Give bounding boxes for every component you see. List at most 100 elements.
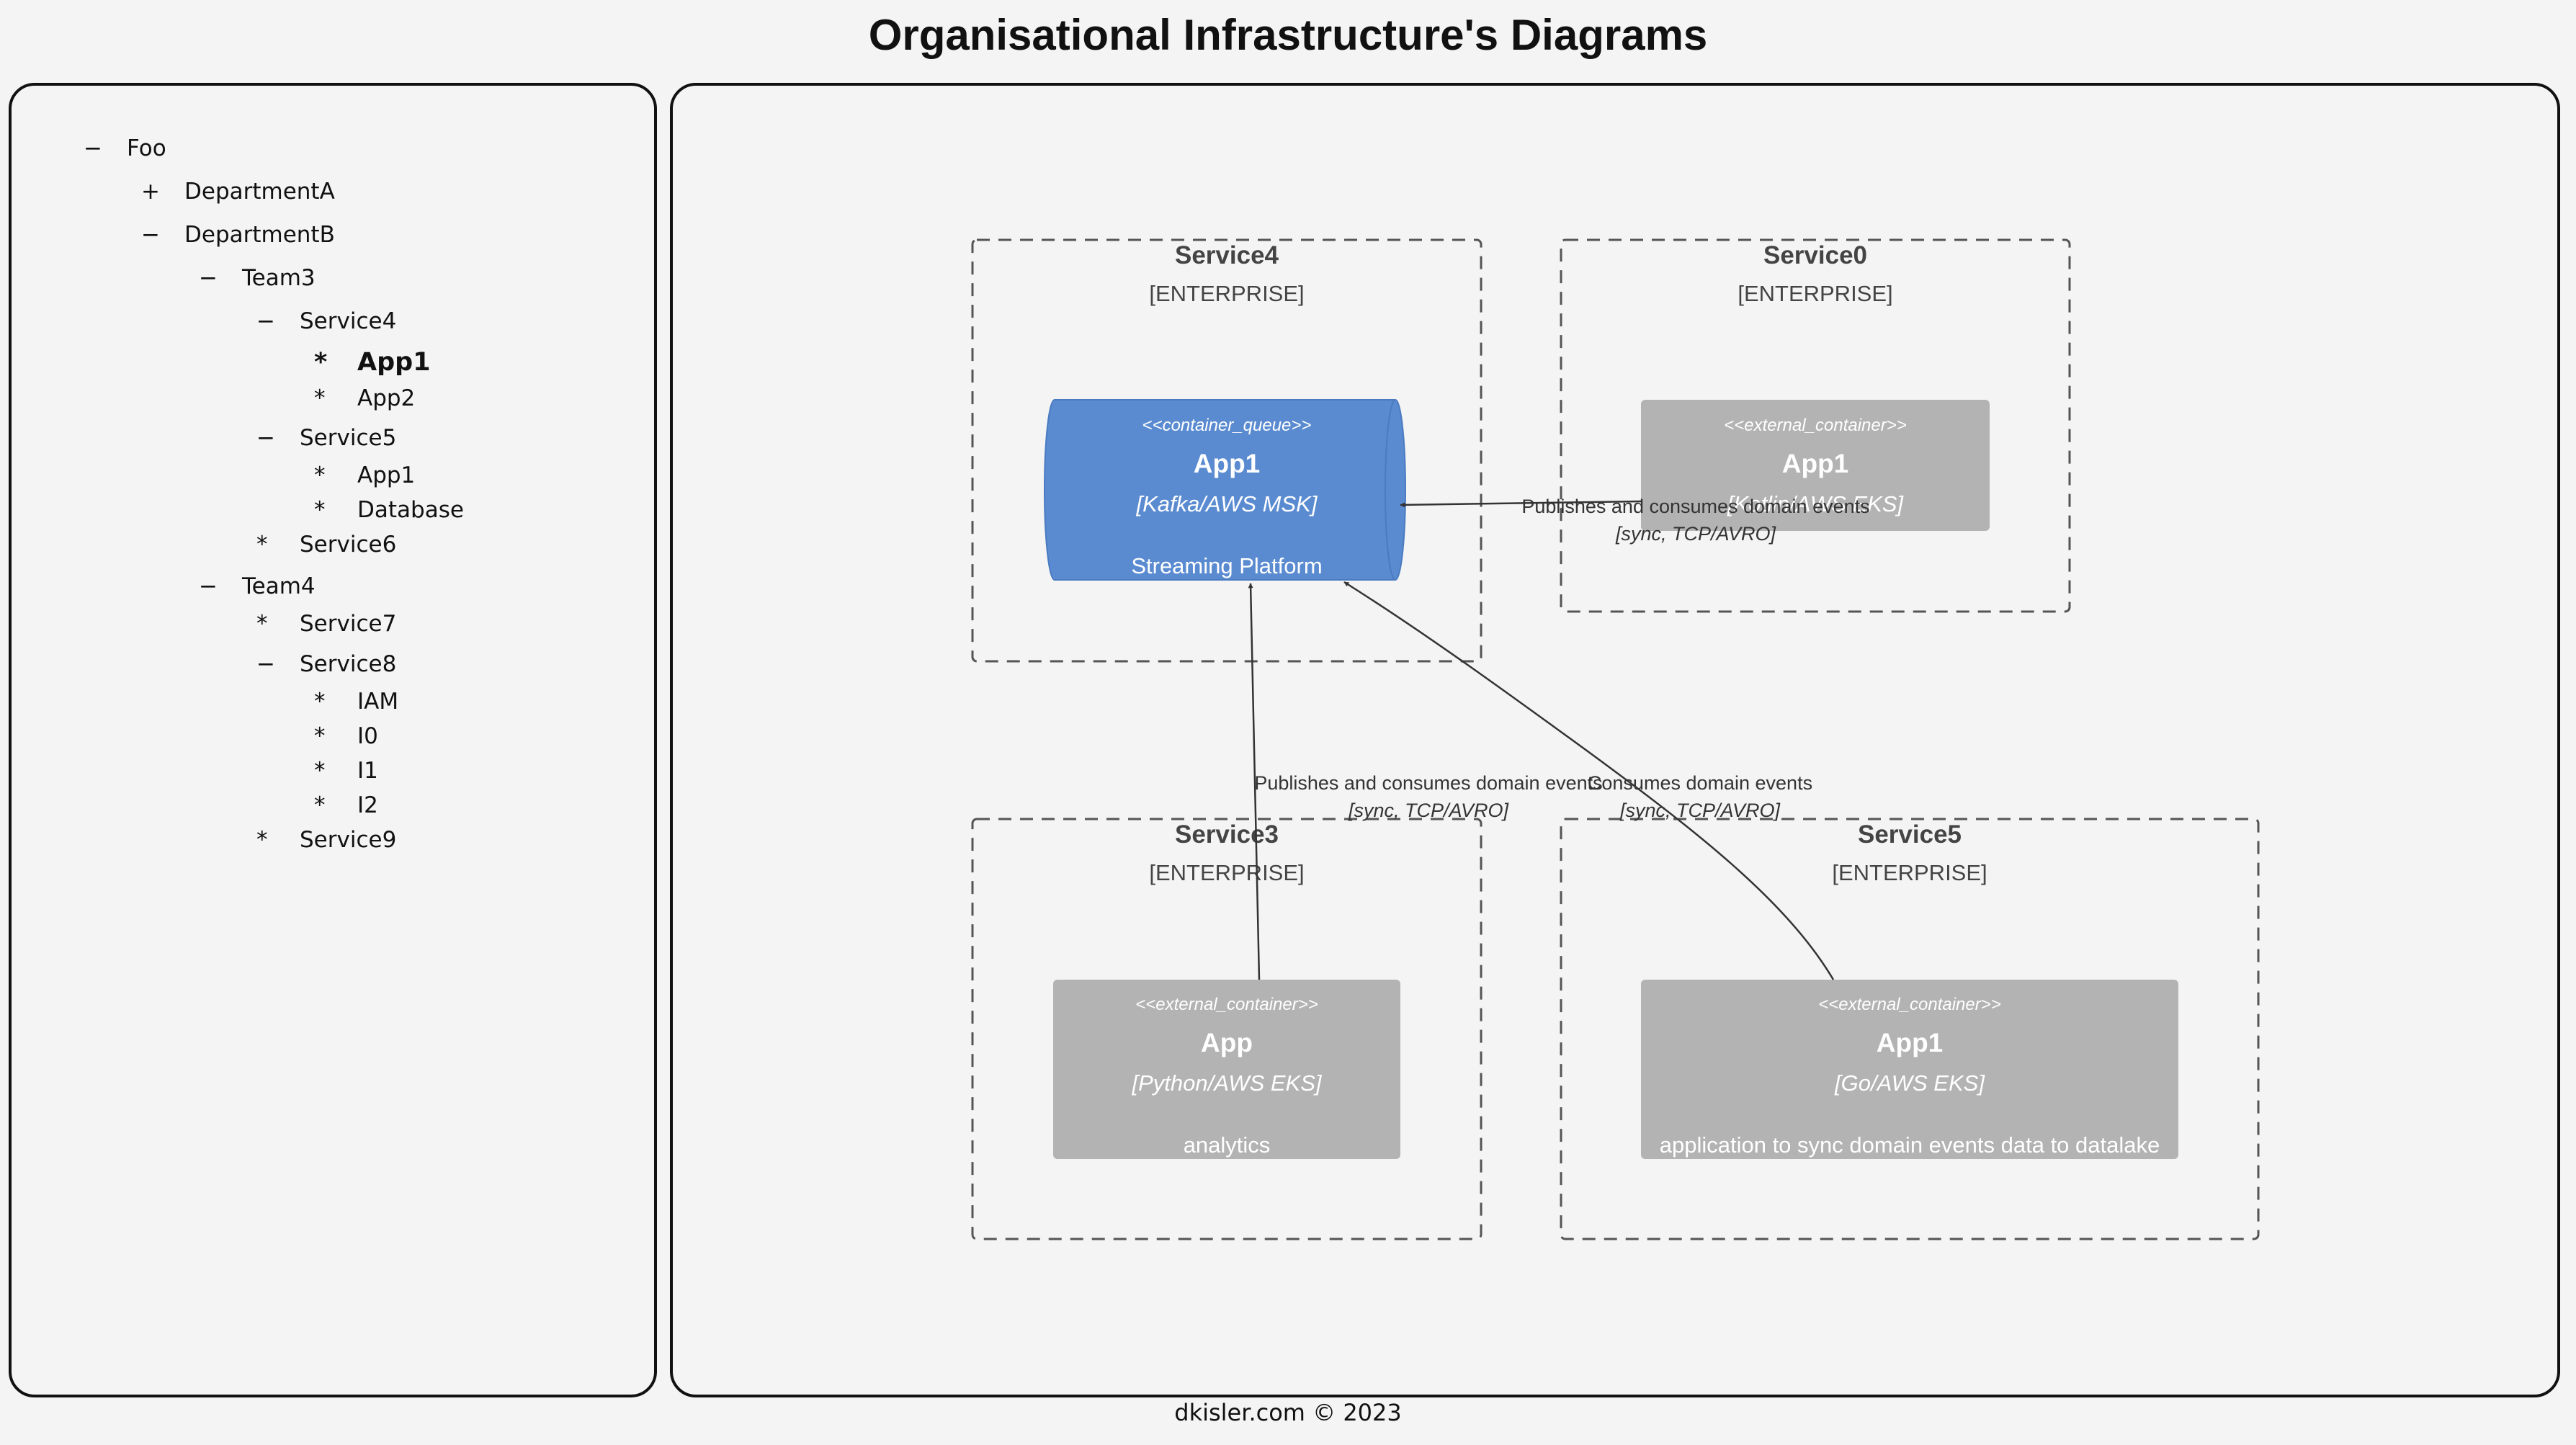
boundary-service0: Service0 [ENTERPRISE] (1560, 238, 2071, 613)
boundary-frame (1560, 818, 2260, 1240)
container-name: App1 (1877, 1028, 1944, 1057)
tree-item-label[interactable]: Service6 (300, 532, 397, 558)
tree-item-label[interactable]: Service8 (300, 651, 397, 677)
boundary-title: Service0 (1763, 241, 1867, 269)
collapse-icon[interactable]: − (141, 222, 160, 248)
tree-item-label[interactable]: Team4 (242, 573, 316, 599)
tree-item[interactable]: −Service4 (256, 308, 396, 334)
boundary-frame (1560, 238, 2071, 613)
container-stereotype: <<external_container>> (1724, 416, 1907, 435)
boundary-type: [ENTERPRISE] (1832, 860, 1987, 885)
tree-item-label[interactable]: Database (357, 497, 464, 523)
relation-service5-to-kafka[interactable]: Consumes domain events [sync, TCP/AVRO] (1343, 581, 1835, 980)
container-description: analytics (1184, 1132, 1271, 1158)
tree-item-label[interactable]: App1 (357, 462, 416, 488)
relation-service3-to-kafka[interactable]: Publishes and consumes domain events [sy… (1248, 583, 1603, 980)
tree-item[interactable]: * Service6 (256, 532, 396, 558)
tree-item[interactable]: −DepartmentB (141, 222, 335, 248)
collapse-icon[interactable]: − (199, 573, 218, 599)
container-name: App1 (1782, 449, 1849, 478)
boundary-frame (971, 238, 1482, 663)
collapse-icon[interactable]: − (84, 135, 102, 161)
tree-item[interactable]: −Foo (84, 135, 166, 161)
expand-icon[interactable]: + (141, 179, 160, 205)
tree-item-label[interactable]: App1 (357, 348, 431, 377)
container-box (1641, 400, 1990, 531)
container-box (1053, 980, 1400, 1159)
tree-item-label[interactable]: Service5 (300, 425, 397, 451)
collapse-icon[interactable]: − (256, 308, 275, 334)
leaf-bullet-icon[interactable]: * (314, 758, 326, 784)
tree-item-label[interactable]: App2 (357, 385, 416, 411)
collapse-icon[interactable]: − (199, 265, 218, 291)
diagram-panel: Service4 [ENTERPRISE] Service0 [ENTERPRI… (670, 83, 2560, 1397)
tree-item-label[interactable]: I0 (357, 723, 378, 749)
relation-tech: [sync, TCP/AVRO] (1348, 800, 1510, 821)
tree-item[interactable]: −Team4 (199, 573, 316, 599)
boundary-type: [ENTERPRISE] (1738, 281, 1892, 306)
navigation-tree-panel: −Foo+DepartmentA−DepartmentB−Team3−Servi… (9, 83, 657, 1397)
tree-item[interactable]: * IAM (314, 689, 398, 715)
leaf-bullet-icon[interactable]: * (314, 348, 328, 377)
container-description: application to sync domain events data t… (1660, 1132, 2160, 1158)
tree-item-label[interactable]: IAM (357, 689, 399, 715)
leaf-bullet-icon[interactable]: * (314, 792, 326, 818)
tree-item-label[interactable]: Service4 (300, 308, 397, 334)
page-title: Organisational Infrastructure's Diagrams (868, 11, 1708, 59)
tree-item[interactable]: * I2 (314, 792, 378, 818)
leaf-bullet-icon[interactable]: * (314, 497, 326, 523)
tree-item-label[interactable]: I1 (357, 758, 378, 784)
tree-item[interactable]: * App1 (314, 348, 431, 377)
container-tech: [Go/AWS EKS] (1834, 1070, 1985, 1096)
tree-item[interactable]: + DepartmentA (141, 179, 335, 205)
collapse-icon[interactable]: − (256, 425, 275, 451)
queue-cap-line (1385, 399, 1396, 581)
tree-item[interactable]: −Service5 (256, 425, 396, 451)
tree-item[interactable]: * Service7 (256, 611, 396, 637)
tree-item[interactable]: −Team3 (199, 265, 316, 291)
tree-item-label[interactable]: I2 (357, 792, 378, 818)
leaf-bullet-icon[interactable]: * (314, 689, 326, 715)
external-container-app-python[interactable]: <<external_container>> App [Python/AWS E… (1053, 980, 1400, 1159)
boundary-title: Service4 (1175, 241, 1279, 269)
tree-item-label[interactable]: Team3 (242, 265, 316, 291)
container-box (1641, 980, 2178, 1159)
container-description: Streaming Platform (1131, 553, 1322, 578)
relation-label: Consumes domain events (1588, 772, 1812, 794)
container-stereotype: <<external_container>> (1135, 995, 1318, 1014)
boundary-title: Service5 (1858, 820, 1962, 849)
boundary-title: Service3 (1175, 820, 1279, 849)
leaf-bullet-icon[interactable]: * (256, 532, 268, 558)
leaf-bullet-icon[interactable]: * (256, 827, 268, 853)
container-name: App1 (1194, 449, 1261, 478)
leaf-bullet-icon[interactable]: * (314, 723, 326, 749)
relation-label: Publishes and consumes domain events (1254, 772, 1602, 794)
collapse-icon[interactable]: − (256, 651, 275, 677)
tree-item-label[interactable]: Service7 (300, 611, 397, 637)
tree-item[interactable]: * App2 (314, 385, 415, 411)
tree-item[interactable]: * Database (314, 497, 464, 523)
tree-item-label[interactable]: Service9 (300, 827, 397, 853)
relation-service0-to-kafka[interactable]: Publishes and consumes domain events [sy… (1400, 496, 1870, 545)
container-queue-app1-kafka[interactable]: <<container_queue>> App1 [Kafka/AWS MSK]… (1044, 399, 1406, 581)
external-container-app1-go[interactable]: <<external_container>> App1 [Go/AWS EKS]… (1641, 980, 2178, 1159)
tree-item-label[interactable]: DepartmentB (184, 222, 335, 248)
external-container-app1-kotlin[interactable]: <<external_container>> App1 [Kotlin/AWS … (1641, 400, 1990, 531)
relation-tech: [sync, TCP/AVRO] (1615, 523, 1777, 545)
leaf-bullet-icon[interactable]: * (256, 611, 268, 637)
tree-item-label[interactable]: DepartmentA (184, 179, 335, 205)
boundary-service4: Service4 [ENTERPRISE] (971, 238, 1482, 663)
footer-copyright: dkisler.com © 2023 (1174, 1399, 1402, 1426)
leaf-bullet-icon[interactable]: * (314, 385, 326, 411)
relation-tech: [sync, TCP/AVRO] (1619, 800, 1781, 821)
leaf-bullet-icon[interactable]: * (314, 462, 326, 488)
tree-item[interactable]: * I1 (314, 758, 378, 784)
relation-label: Publishes and consumes domain events (1521, 496, 1869, 517)
tree-item[interactable]: * App1 (314, 462, 415, 488)
tree-item[interactable]: −Service8 (256, 651, 396, 677)
boundary-service3: Service3 [ENTERPRISE] (971, 818, 1482, 1240)
tree-item-label[interactable]: Foo (127, 135, 166, 161)
tree-item[interactable]: * Service9 (256, 827, 396, 853)
container-tech: [Kafka/AWS MSK] (1136, 491, 1318, 516)
tree-item[interactable]: * I0 (314, 723, 378, 749)
